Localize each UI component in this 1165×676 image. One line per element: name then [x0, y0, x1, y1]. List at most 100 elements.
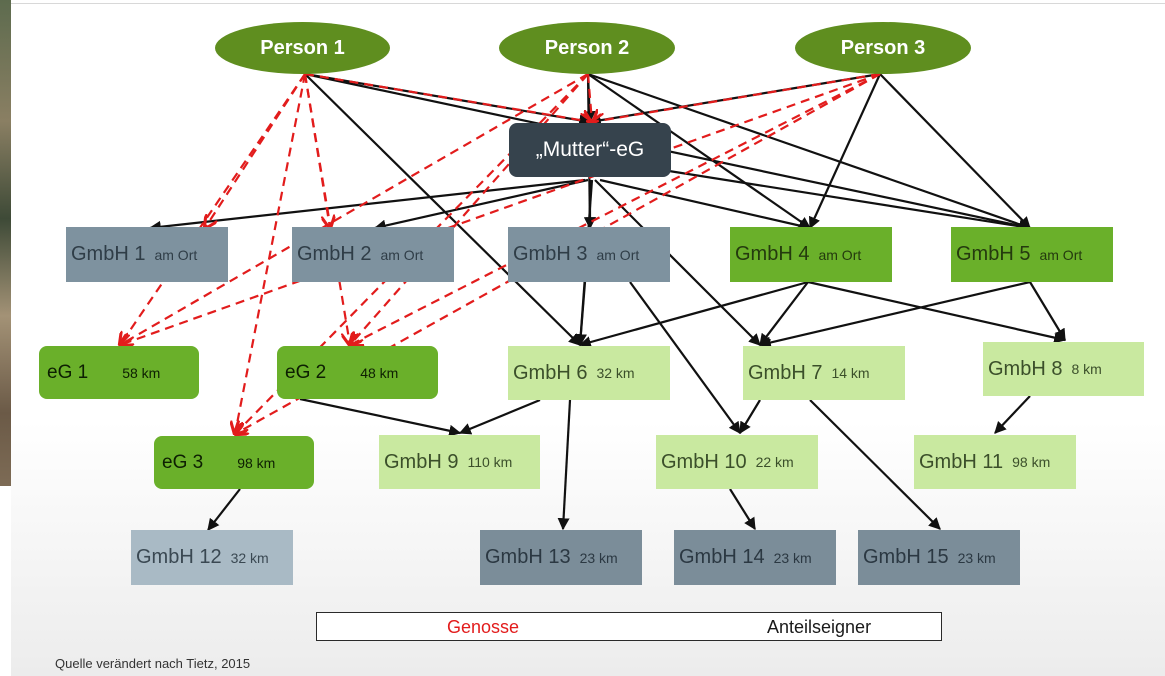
source-citation: Quelle verändert nach Tietz, 2015: [55, 656, 251, 671]
anteilseigner-edge-gmbh10-gmbh14: [729, 488, 756, 531]
node-gmbh-12: GmbH 12 32 km: [131, 530, 293, 585]
node-gmbh-1: GmbH 1 am Ort: [66, 227, 228, 282]
gmbh-6-distance: 32 km: [596, 365, 635, 381]
anteilseigner-edge-eg3-gmbh12: [207, 488, 241, 531]
anteilseigner-edge-gmbh5-gmbh8: [1029, 281, 1066, 342]
node-mutter-eg: „Mutter“-eG: [509, 123, 671, 177]
gmbh-9-distance: 110 km: [467, 454, 513, 470]
top-divider: [11, 3, 1165, 4]
gmbh-11-name: GmbH 11: [919, 450, 1004, 473]
node-eg-3: eG 3 98 km: [154, 436, 314, 489]
anteilseigner-edge-person3-gmbh5: [879, 73, 1031, 229]
genosse-edge-person1-mutter: [304, 72, 592, 122]
gmbh-9-name: GmbH 9: [384, 450, 459, 473]
anteilseigner-edge-gmbh4-gmbh6: [578, 280, 809, 348]
gmbh-3-distance: am Ort: [596, 246, 640, 263]
eg-2-name: eG 2: [285, 361, 327, 383]
genosse-edge-person1-eg2: [303, 73, 350, 345]
gmbh-2-distance: am Ort: [380, 246, 424, 263]
gmbh-13-distance: 23 km: [579, 549, 618, 566]
genosse-edge-person2-eg1: [120, 73, 589, 345]
node-gmbh-11: GmbH 11 98 km: [914, 435, 1076, 489]
gmbh-3-name: GmbH 3: [513, 243, 588, 265]
anteilseigner-edge-gmbh6-gmbh13: [557, 399, 572, 531]
gmbh-4-name: GmbH 4: [735, 243, 810, 265]
anteilseigner-edge-mutter-gmbh4: [599, 178, 812, 232]
anteilseigner-edge-gmbh7-gmbh15: [809, 399, 941, 530]
anteilseigner-edge-eg2-gmbh9: [299, 397, 462, 437]
node-gmbh-8: GmbH 8 8 km: [983, 342, 1144, 396]
anteilseigner-edges: [148, 72, 1067, 531]
anteilseigner-edge-person2-gmbh4: [587, 73, 811, 229]
anteilseigner-edge-person3-gmbh4: [808, 73, 882, 230]
node-person-2: Person 2: [499, 22, 675, 74]
gmbh-1-name: GmbH 1: [71, 243, 146, 265]
gmbh-10-distance: 22 km: [755, 454, 794, 470]
genosse-edge-person3-eg2: [350, 73, 881, 345]
gmbh-15-distance: 23 km: [957, 549, 996, 566]
mutter-eg-label: „Mutter“-eG: [535, 138, 645, 161]
anteilseigner-edge-mutter-gmbh5: [649, 166, 1032, 233]
anteilseigner-edge-gmbh5-gmbh7: [758, 280, 1031, 349]
anteilseigner-edge-person1-gmbh6: [304, 73, 581, 346]
node-gmbh-13: GmbH 13 23 km: [480, 530, 642, 585]
anteilseigner-edge-gmbh8-gmbh11: [994, 395, 1031, 434]
eg-2-distance: 48 km: [360, 364, 399, 381]
eg-3-distance: 98 km: [237, 454, 276, 471]
anteilseigner-edge-mutter-gmbh1: [148, 178, 586, 233]
node-gmbh-7: GmbH 7 14 km: [743, 346, 905, 400]
gmbh-8-name: GmbH 8: [988, 357, 1063, 380]
person-2-label: Person 2: [544, 36, 630, 59]
node-gmbh-10: GmbH 10 22 km: [656, 435, 818, 489]
node-gmbh-3: GmbH 3 am Ort: [508, 227, 670, 282]
genosse-edge-person1-eg3: [235, 73, 307, 434]
gmbh-1-distance: am Ort: [154, 246, 198, 263]
eg-1-name: eG 1: [47, 361, 89, 383]
anteilseigner-edge-gmbh6-gmbh9: [458, 398, 541, 435]
gmbh-2-name: GmbH 2: [297, 243, 372, 265]
node-person-3: Person 3: [795, 22, 971, 74]
gmbh-5-name: GmbH 5: [956, 243, 1031, 265]
gmbh-7-name: GmbH 7: [748, 361, 823, 384]
anteilseigner-edge-gmbh4-gmbh8: [807, 280, 1067, 344]
node-person-1: Person 1: [215, 22, 390, 74]
gmbh-5-distance: am Ort: [1039, 246, 1083, 263]
legend-anteilseigner-label: Anteilseigner: [767, 617, 872, 637]
legend-genosse-label: Genosse: [447, 617, 520, 637]
anteilseigner-edge-mutter-gmbh7: [594, 179, 761, 346]
genosse-edge-person1-eg1: [120, 73, 306, 345]
anteilseigner-edge-gmbh7-gmbh10: [739, 399, 761, 435]
node-eg-1: eG 1 58 km: [39, 346, 199, 399]
anteilseigner-edge-person2-gmbh5: [587, 72, 1032, 231]
node-gmbh-5: GmbH 5 am Ort: [951, 227, 1113, 282]
eg-3-name: eG 3: [162, 451, 204, 473]
eg-1-distance: 58 km: [122, 364, 161, 381]
anteilseigner-edge-gmbh3-gmbh6: [574, 281, 587, 347]
anteilseigner-edge-mutter-gmbh2: [373, 178, 589, 232]
gmbh-13-name: GmbH 13: [485, 546, 571, 568]
gmbh-7-distance: 14 km: [831, 365, 870, 381]
node-gmbh-15: GmbH 15 23 km: [858, 530, 1020, 585]
gmbh-8-distance: 8 km: [1071, 361, 1102, 377]
person-1-label: Person 1: [260, 36, 345, 59]
background-photo-edge: [0, 0, 11, 486]
legend-box: Genosse Anteilseigner: [316, 612, 942, 641]
anteilseigner-edge-gmbh3-gmbh10: [629, 281, 741, 434]
gmbh-12-distance: 32 km: [230, 549, 269, 566]
person-3-label: Person 3: [840, 36, 926, 59]
gmbh-10-name: GmbH 10: [661, 450, 747, 473]
gmbh-11-distance: 98 km: [1012, 454, 1051, 470]
node-gmbh-2: GmbH 2 am Ort: [292, 227, 454, 282]
genosse-edge-person3-mutter: [592, 72, 881, 122]
node-eg-2: eG 2 48 km: [277, 346, 438, 399]
gmbh-15-name: GmbH 15: [863, 546, 949, 568]
genosse-edge-person2-mutter: [588, 73, 592, 122]
gmbh-4-distance: am Ort: [818, 246, 862, 263]
node-gmbh-4: GmbH 4 am Ort: [730, 227, 892, 282]
gmbh-12-name: GmbH 12: [136, 546, 222, 568]
node-gmbh-9: GmbH 9 110 km: [379, 435, 540, 489]
gmbh-14-distance: 23 km: [773, 549, 812, 566]
